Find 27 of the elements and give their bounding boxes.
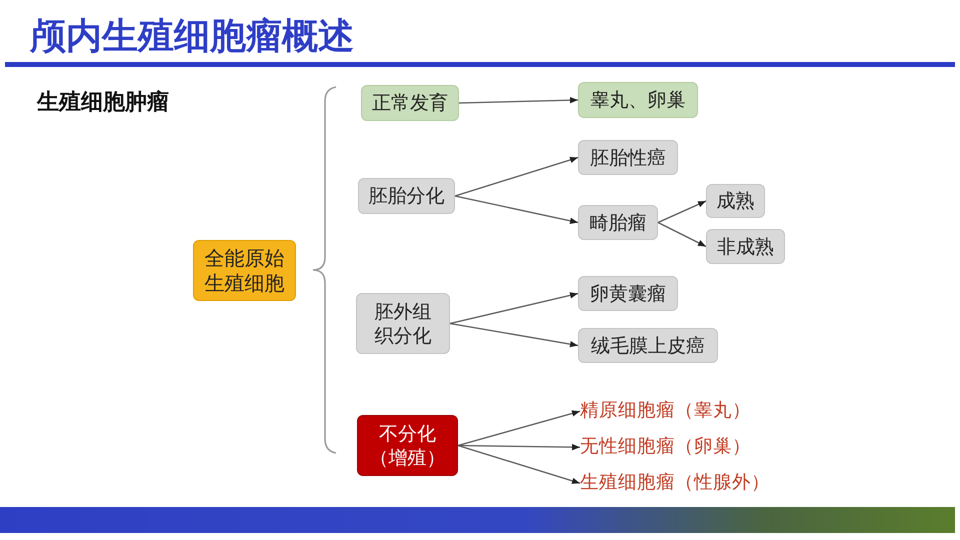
process-box: 非成熟 — [706, 229, 785, 264]
arrow — [658, 200, 706, 224]
text-label: 生殖细胞瘤（性腺外） — [580, 472, 770, 494]
text-label: 精原细胞瘤（睾丸） — [580, 400, 751, 422]
process-box: 全能原始生殖细胞 — [193, 240, 296, 301]
process-box: 绒毛膜上皮癌 — [578, 328, 718, 363]
process-box: 胚外组织分化 — [356, 293, 450, 354]
process-box: 正常发育 — [361, 85, 459, 121]
arrow — [450, 292, 578, 324]
process-box: 睾丸、卵巢 — [578, 82, 698, 118]
arrow — [658, 222, 706, 248]
arrow — [454, 156, 578, 197]
title: 颅内生殖细胞瘤概述 — [30, 15, 354, 59]
arrow — [458, 444, 580, 484]
text-label: 无性细胞瘤（卵巢） — [580, 436, 751, 458]
arrow — [454, 195, 578, 224]
subheading: 生殖细胞肿瘤 — [37, 89, 169, 116]
process-box: 成熟 — [706, 184, 765, 218]
arrow — [458, 410, 580, 446]
process-box: 卵黄囊瘤 — [578, 276, 678, 311]
process-box: 畸胎瘤 — [578, 205, 658, 240]
arrow — [458, 444, 580, 450]
arrow — [450, 322, 578, 348]
process-box: 不分化（增殖） — [357, 415, 458, 476]
process-box: 胚胎分化 — [358, 178, 455, 214]
process-box: 胚胎性癌 — [578, 140, 678, 175]
arrow — [458, 97, 578, 104]
